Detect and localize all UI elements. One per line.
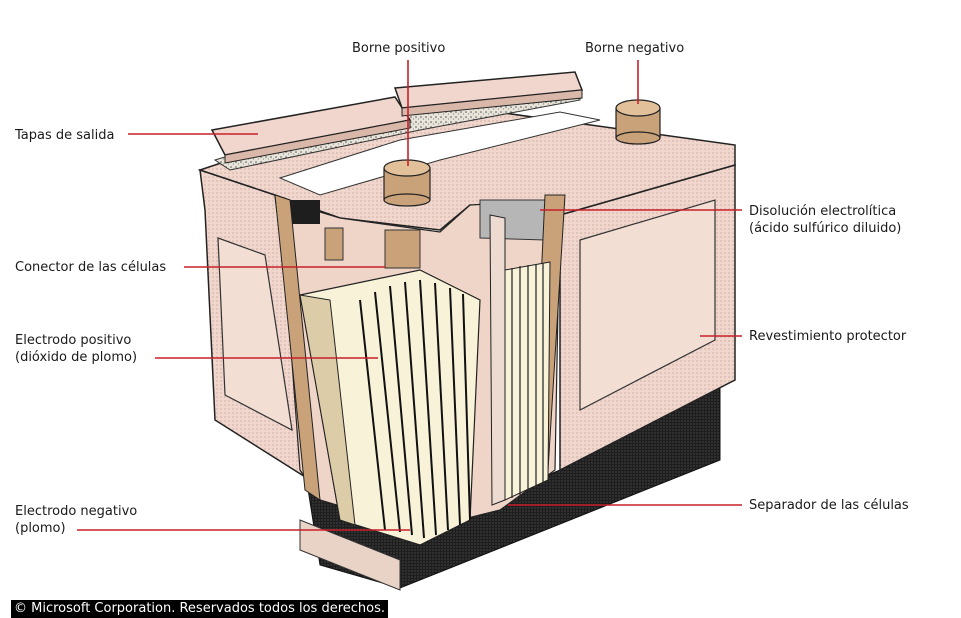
copyright-notice: © Microsoft Corporation. Reservados todo… [11, 600, 389, 618]
label-borne-negativo: Borne negativo [585, 41, 685, 56]
positive-terminal [383, 159, 431, 207]
leader-lines [77, 60, 742, 531]
electrode-plates-left [299, 269, 481, 546]
electrode-plates-right [504, 261, 551, 501]
label-borne-positivo: Borne positivo [352, 41, 446, 56]
outlet-caps [210, 71, 584, 164]
label-revestimiento-protector: Revestimiento protector [749, 329, 907, 344]
label-electrodo-negativo: Electrodo negativo (plomo) [15, 504, 138, 536]
label-electrodo-positivo: Electrodo positivo (dióxido de plomo) [15, 333, 138, 365]
label-disolucion-electrolitica: Disolución electrolítica (ácido sulfúric… [749, 204, 902, 236]
left-casing-wall [199, 168, 311, 482]
negative-terminal [615, 99, 661, 145]
label-conector-celulas: Conector de las células [15, 260, 167, 275]
label-separador-celulas: Separador de las células [749, 498, 909, 513]
label-tapas-salida: Tapas de salida [15, 128, 115, 143]
